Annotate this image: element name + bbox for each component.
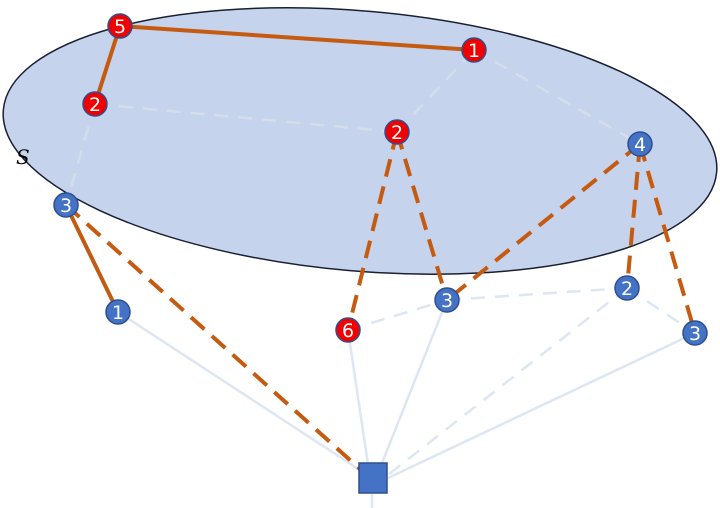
edge-1b-root	[117, 310, 373, 480]
svg-text:3: 3	[441, 290, 453, 312]
edge-2l-2m	[94, 102, 398, 134]
edge-2r-root	[383, 287, 628, 479]
edge-3m-root	[374, 299, 449, 479]
orange-solid-edges	[64, 24, 476, 314]
edge-5-1t	[118, 24, 476, 52]
node-2-middle: 2	[384, 119, 410, 145]
svg-text:1: 1	[112, 302, 124, 324]
edge-2r-3r	[626, 286, 696, 335]
edge-2l-3l	[64, 103, 97, 206]
svg-text:2: 2	[621, 278, 633, 300]
set-s-region	[2, 7, 718, 275]
edge-3r-root	[387, 331, 696, 480]
svg-text:2: 2	[89, 94, 101, 116]
edge-5-2l	[93, 24, 122, 106]
svg-text:5: 5	[114, 16, 126, 38]
edge-2m-3m	[395, 131, 449, 301]
edge-6-3m	[347, 298, 448, 332]
edge-6-root	[346, 329, 372, 479]
node-3-middle: 3	[434, 287, 460, 313]
node-5: 5	[107, 13, 133, 39]
faint-edges-inside	[64, 48, 641, 206]
edge-3l-root	[64, 203, 372, 480]
svg-text:4: 4	[634, 134, 646, 156]
edge-4-3m	[445, 142, 642, 302]
node-4: 4	[627, 131, 653, 157]
svg-text:1: 1	[468, 40, 480, 62]
svg-text:2: 2	[391, 122, 403, 144]
edge-4-2r	[625, 143, 642, 289]
edge-2m-6	[346, 131, 399, 331]
node-1-top: 1	[461, 37, 487, 63]
node-3-left: 3	[53, 192, 79, 218]
faint-edges-outside	[117, 286, 696, 508]
edge-2m-1t	[396, 49, 475, 133]
node-3-right: 3	[682, 320, 708, 346]
root-square-node	[358, 462, 388, 494]
svg-text:3: 3	[60, 195, 72, 217]
svg-text:6: 6	[342, 320, 354, 342]
edge-3m-2r	[446, 286, 628, 302]
orange-dashed-edges	[64, 131, 697, 480]
node-2-left: 2	[82, 91, 108, 117]
svg-text:3: 3	[689, 323, 701, 345]
node-6: 6	[335, 317, 361, 343]
edge-4-3r	[638, 143, 697, 334]
edge-3l-1b	[64, 203, 120, 314]
edge-1t-4	[473, 48, 641, 146]
node-1-bottom: 1	[105, 299, 131, 325]
set-s-label: S	[16, 145, 30, 169]
node-2-right: 2	[614, 275, 640, 301]
